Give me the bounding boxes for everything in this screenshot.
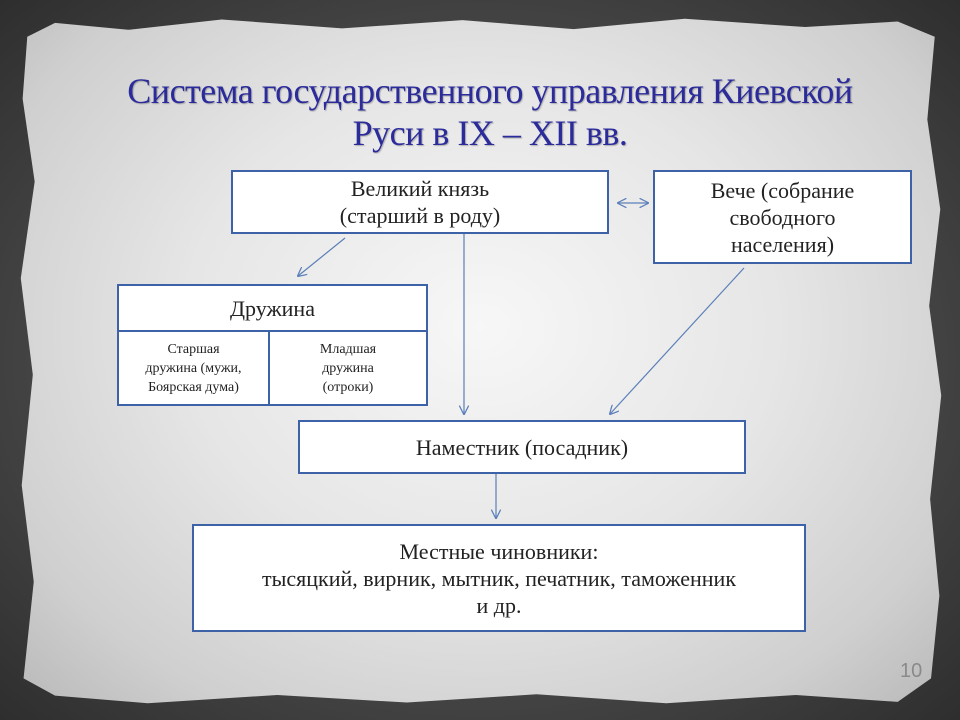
senior-druzhina-line-2: дружина (мужи, xyxy=(145,360,242,376)
grand-prince-line-2: (старший в роду) xyxy=(339,203,501,228)
node-namestnik: Наместник (посадник) xyxy=(298,420,746,474)
veche-line-2: свободного xyxy=(729,204,836,230)
veche-line-3: населения) xyxy=(730,231,835,257)
junior-druzhina-line-2: дружина xyxy=(322,360,374,376)
senior-druzhina-line-1: Старшая xyxy=(167,341,220,357)
slide-title: Система государственного управления Киев… xyxy=(100,70,880,154)
namestnik-label: Наместник (посадник) xyxy=(415,434,629,460)
local-officials-line-1: Местные чиновники: xyxy=(399,538,599,564)
arrow-prince-druzhina xyxy=(298,237,346,276)
node-veche: Вече (собрание свободного населения) xyxy=(653,170,912,264)
local-officials-line-2: тысяцкий, вирник, мытник, печатник, тамо… xyxy=(261,565,737,591)
arrow-veche-namestnik xyxy=(610,267,745,414)
title-line-1: Система государственного управления Киев… xyxy=(127,71,853,111)
node-local-officials: Местные чиновники: тысяцкий, вирник, мыт… xyxy=(192,524,806,632)
senior-druzhina-line-3: Боярская дума) xyxy=(148,379,239,395)
junior-druzhina-line-1: Младшая xyxy=(319,341,377,357)
junior-druzhina-line-3: (отроки) xyxy=(322,379,374,395)
veche-line-1: Вече (собрание xyxy=(710,177,855,203)
node-druzhina: Дружина xyxy=(117,284,428,332)
title-line-2: Руси в IX – XII вв. xyxy=(352,113,628,153)
page-number: 10 xyxy=(900,660,923,682)
druzhina-label: Дружина xyxy=(230,295,315,321)
grand-prince-line-1: Великий князь xyxy=(350,176,490,201)
node-junior-druzhina: Младшая дружина (отроки) xyxy=(268,330,428,406)
node-senior-druzhina: Старшая дружина (мужи, Боярская дума) xyxy=(117,330,270,406)
local-officials-line-3: и др. xyxy=(476,592,522,618)
node-grand-prince: Великий князь (старший в роду) xyxy=(231,170,609,234)
